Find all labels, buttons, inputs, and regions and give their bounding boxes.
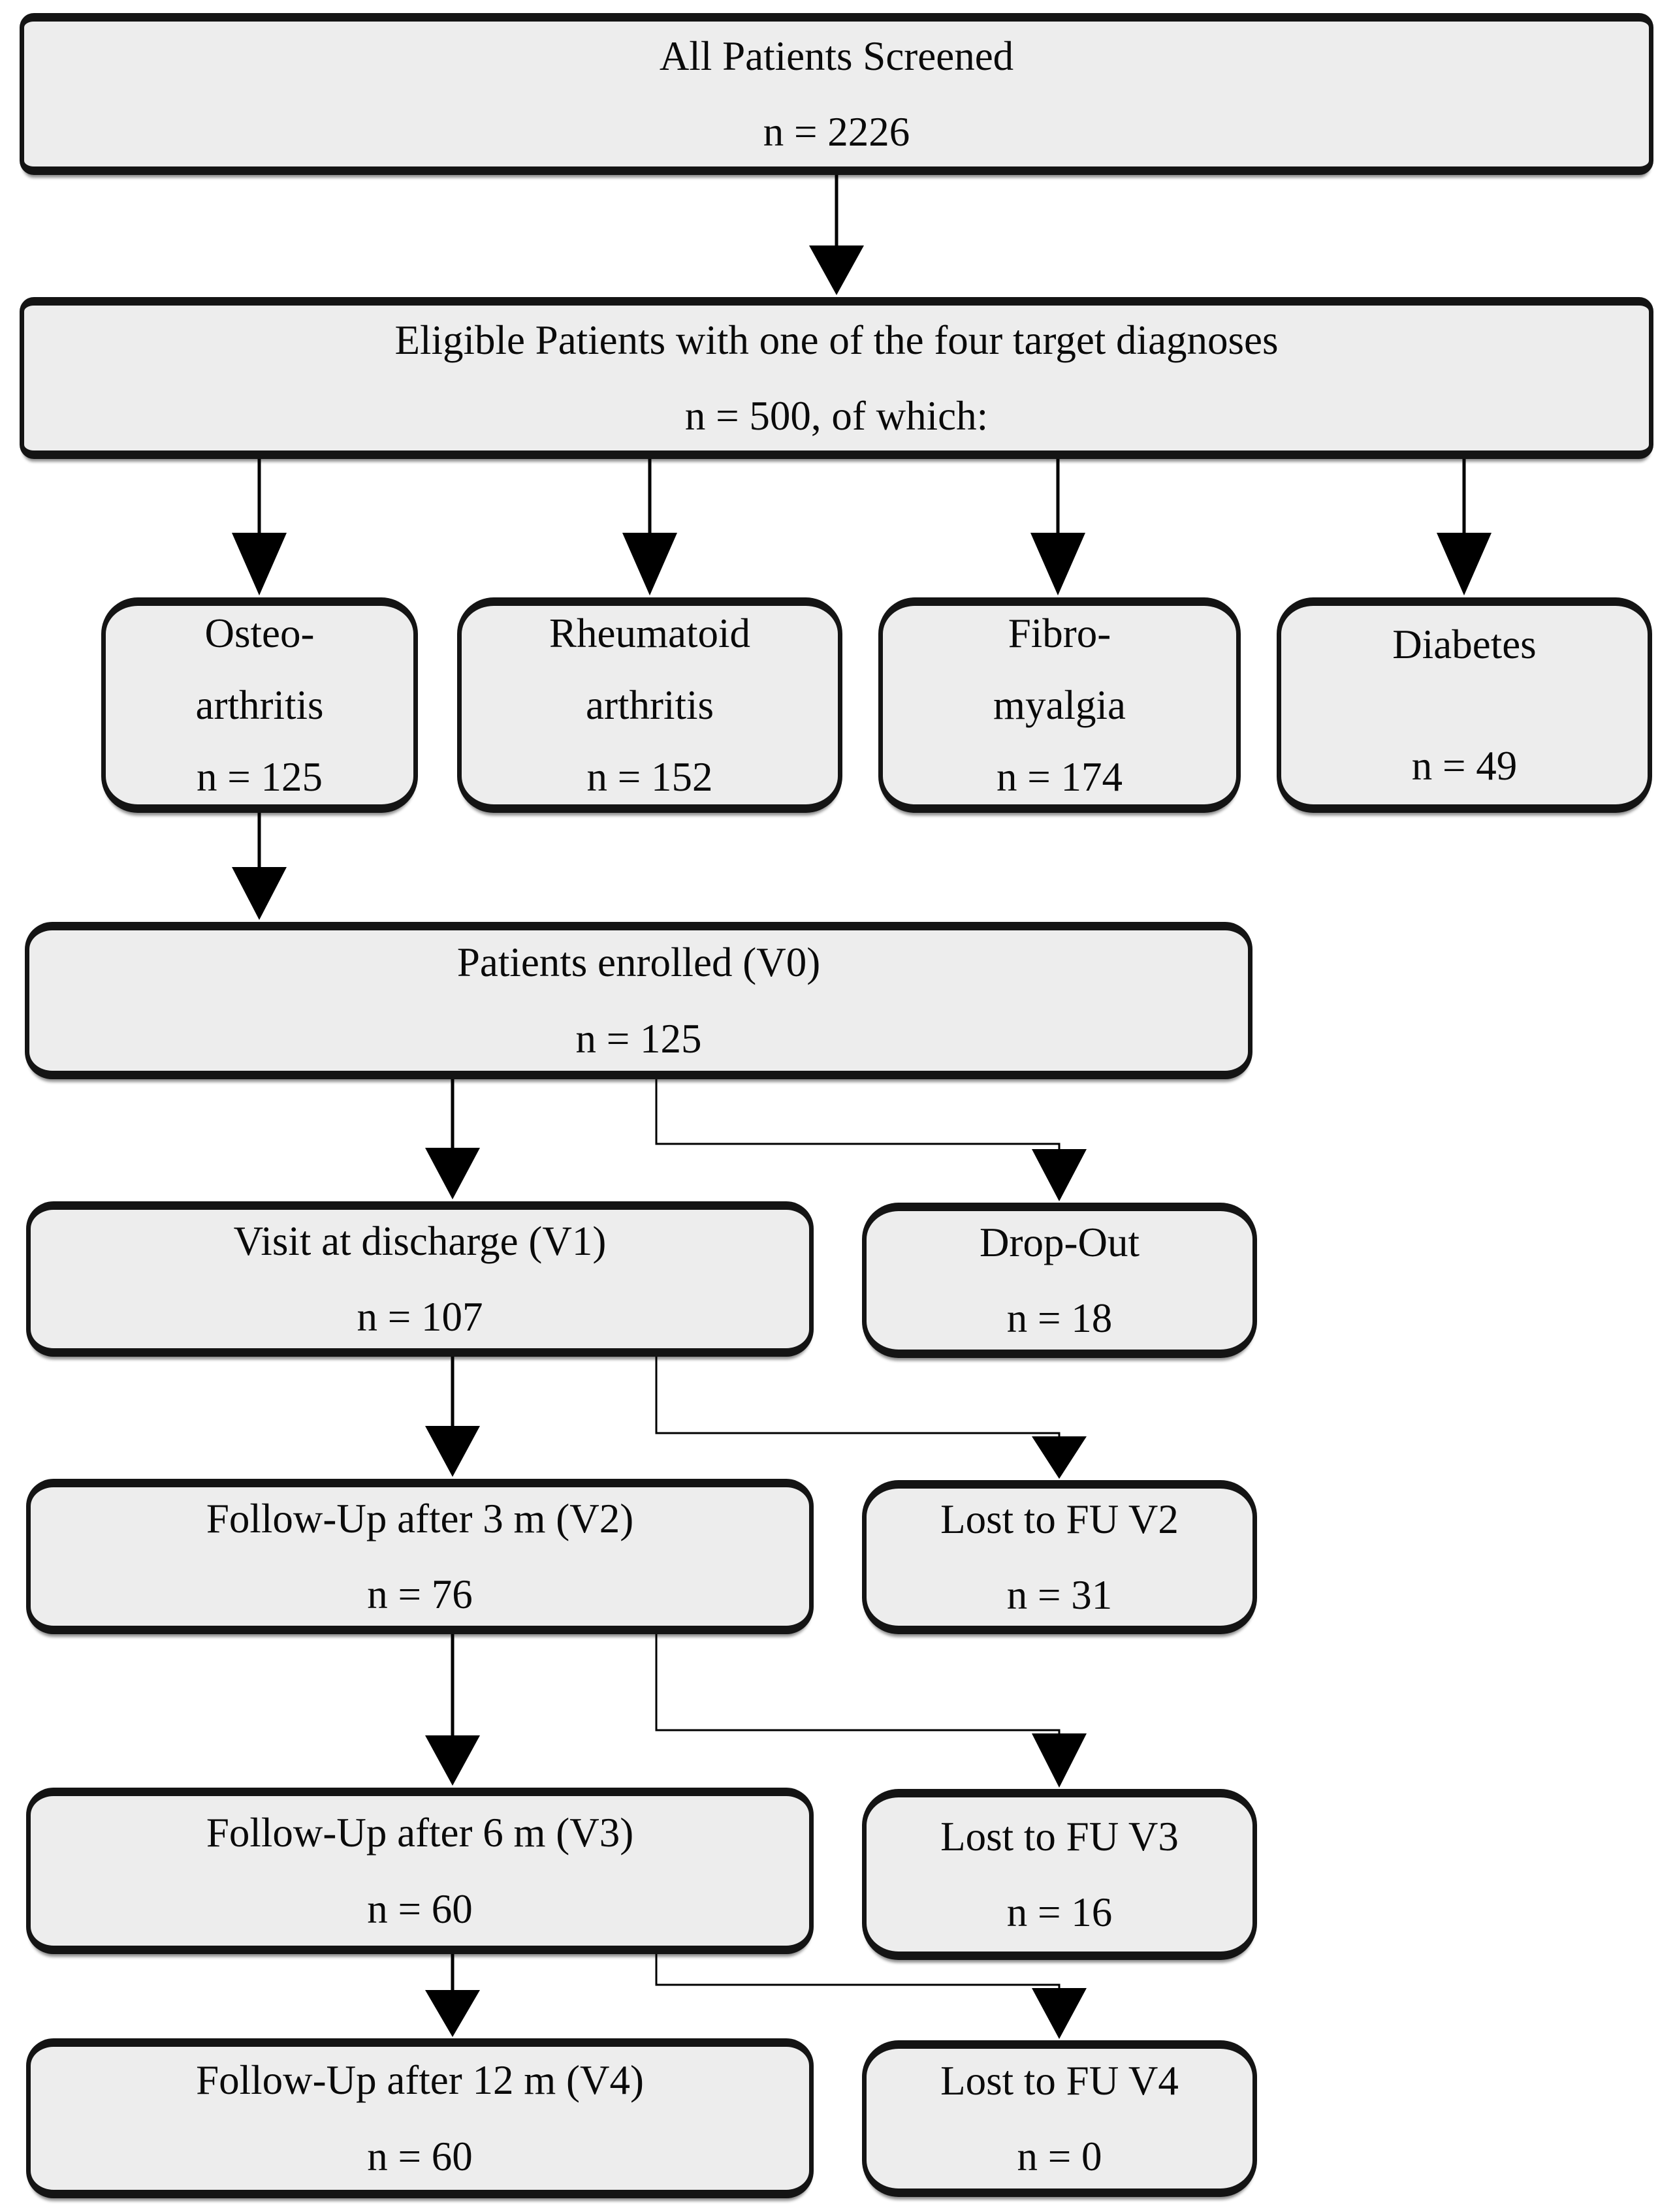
box-title: Follow-Up after 12 m (V4): [196, 2057, 644, 2104]
box-count: n = 60: [367, 1886, 473, 1932]
box-fibromyalgia: Fibro- myalgia n = 174: [878, 597, 1241, 813]
box-count: n = 500, of which:: [684, 393, 989, 439]
box-count: n = 174: [996, 754, 1123, 800]
box-osteoarthritis: Osteo- arthritis n = 125: [101, 597, 418, 813]
connector-v2-to-lost-v3: [655, 1633, 1087, 1788]
box-eligible-patients: Eligible Patients with one of the four t…: [20, 297, 1653, 459]
arrow-eligible-to-rheumatoid: [622, 459, 677, 595]
box-count: n = 125: [575, 1015, 702, 1062]
box-title-line2: arthritis: [195, 682, 324, 728]
box-title: Patients enrolled (V0): [456, 940, 821, 986]
box-title: Lost to FU V4: [940, 2057, 1179, 2104]
box-follow-up-3m-v2: Follow-Up after 3 m (V2) n = 76: [26, 1479, 814, 1634]
box-all-patients-screened: All Patients Screened n = 2226: [20, 13, 1653, 175]
arrow-v1-to-v2: [425, 1355, 480, 1477]
box-lost-to-fu-v2: Lost to FU V2 n = 31: [862, 1480, 1257, 1634]
connector-v1-to-lost-v2: [655, 1355, 1087, 1479]
box-count: n = 16: [1006, 1889, 1113, 1935]
box-title-line1: Rheumatoid: [549, 610, 750, 656]
box-count: n = 76: [367, 1572, 473, 1617]
box-title: Lost to FU V2: [940, 1496, 1179, 1542]
box-title: Visit at discharge (V1): [233, 1218, 607, 1264]
box-count: n = 107: [357, 1294, 483, 1340]
box-title: Follow-Up after 3 m (V2): [206, 1495, 634, 1541]
box-lost-to-fu-v4: Lost to FU V4 n = 0: [862, 2040, 1257, 2197]
box-title: Diabetes: [1392, 621, 1537, 667]
arrow-screened-to-eligible: [809, 175, 864, 295]
box-count: n = 152: [586, 754, 713, 800]
box-patients-enrolled-v0: Patients enrolled (V0) n = 125: [25, 922, 1252, 1079]
box-count: n = 125: [196, 754, 323, 800]
connector-v3-to-lost-v4: [655, 1953, 1087, 2039]
arrow-osteo-to-enrolled: [232, 812, 287, 920]
box-title-line1: Fibro-: [1008, 610, 1111, 656]
arrow-v3-to-v4: [425, 1953, 480, 2037]
box-follow-up-12m-v4: Follow-Up after 12 m (V4) n = 60: [26, 2038, 814, 2198]
arrow-eligible-to-diabetes: [1437, 459, 1492, 595]
box-count: n = 49: [1411, 743, 1518, 789]
box-count: n = 18: [1006, 1295, 1113, 1341]
box-diabetes: Diabetes n = 49: [1277, 597, 1652, 813]
box-title-line2: arthritis: [586, 682, 714, 728]
box-visit-at-discharge-v1: Visit at discharge (V1) n = 107: [26, 1201, 814, 1357]
box-title: Lost to FU V3: [940, 1813, 1179, 1859]
box-title: All Patients Screened: [659, 33, 1014, 79]
box-title: Drop-Out: [980, 1219, 1140, 1265]
box-title: Eligible Patients with one of the four t…: [394, 317, 1279, 363]
arrow-eligible-to-osteo: [232, 459, 287, 595]
connector-enrolled-to-dropout: [655, 1078, 1087, 1201]
box-title-line1: Osteo-: [204, 610, 315, 656]
box-title: Follow-Up after 6 m (V3): [206, 1810, 634, 1856]
arrow-enrolled-to-v1: [425, 1078, 480, 1199]
box-drop-out: Drop-Out n = 18: [862, 1203, 1257, 1358]
box-follow-up-6m-v3: Follow-Up after 6 m (V3) n = 60: [26, 1788, 814, 1954]
arrow-v2-to-v3: [425, 1633, 480, 1786]
box-lost-to-fu-v3: Lost to FU V3 n = 16: [862, 1789, 1257, 1960]
box-rheumatoid-arthritis: Rheumatoid arthritis n = 152: [457, 597, 842, 813]
box-title-line2: myalgia: [993, 682, 1126, 728]
box-count: n = 2226: [763, 109, 910, 155]
box-count: n = 60: [367, 2133, 473, 2179]
box-count: n = 31: [1006, 1572, 1113, 1618]
arrow-eligible-to-fibro: [1030, 459, 1085, 595]
box-count: n = 0: [1017, 2134, 1102, 2179]
